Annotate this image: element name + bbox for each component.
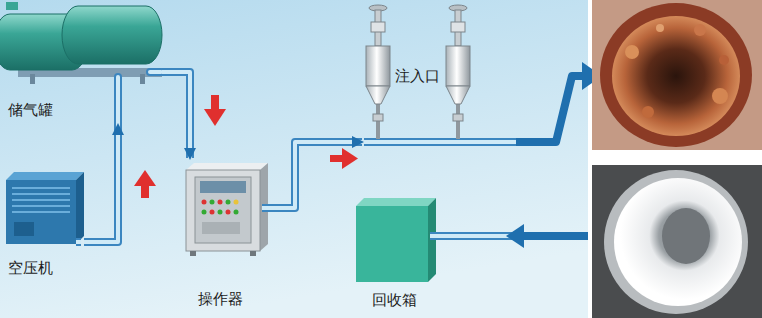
- pipe: [262, 208, 271, 209]
- pipe: [118, 72, 161, 126]
- pipe-connector: [271, 142, 362, 208]
- node-label: 注入口: [395, 67, 440, 85]
- operator-node: 操作器: [180, 158, 271, 312]
- node-label: 回收箱: [372, 291, 417, 309]
- clean-pipe-photo: [592, 165, 762, 318]
- node-label: 储气罐: [8, 101, 53, 119]
- flow-arrow: [506, 224, 588, 248]
- pipe-outline: [162, 72, 190, 158]
- node-label: 空压机: [8, 259, 53, 277]
- compressor-node: 空压机: [4, 172, 84, 280]
- pipe-outline: [84, 125, 118, 242]
- injection-port-node: 注入口: [362, 4, 474, 152]
- storage-tanks: [0, 2, 162, 84]
- pipe: [76, 242, 81, 243]
- pipe: [430, 236, 512, 237]
- rusty-pipe-photo: [592, 0, 762, 150]
- pipe: [364, 104, 540, 142]
- flow-arrow: [516, 62, 602, 142]
- background-panel: [0, 0, 588, 318]
- pipe-outline: [271, 142, 362, 208]
- storage-tank-node: 储气罐: [0, 0, 162, 125]
- operator-cabinet: [186, 163, 268, 256]
- node-label: 操作器: [198, 290, 243, 308]
- pipe-connector: [84, 125, 118, 242]
- injector: [446, 5, 470, 121]
- injector: [366, 5, 390, 121]
- pipe-connector: [162, 72, 190, 158]
- recovery-box: [356, 198, 436, 282]
- recovery-box-node: 回收箱: [350, 195, 442, 312]
- red-arrow: [134, 95, 358, 198]
- air-compressor: [6, 172, 84, 244]
